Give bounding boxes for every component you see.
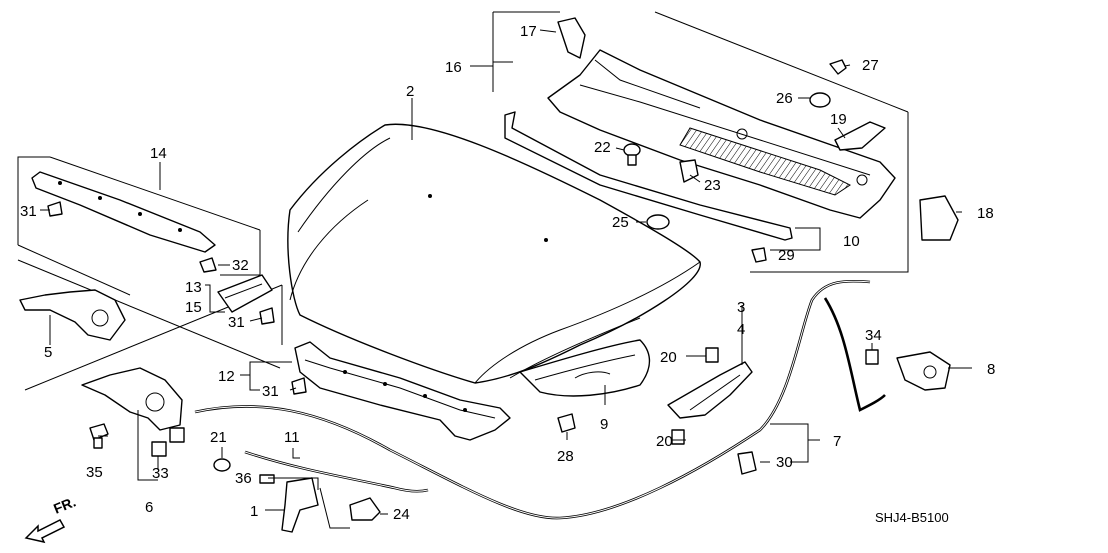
callout-20-b: 20 bbox=[656, 433, 673, 450]
hood-latch bbox=[81, 367, 185, 443]
callout-20-a: 20 bbox=[660, 349, 677, 366]
clip-27 bbox=[829, 59, 847, 75]
callout-10: 10 bbox=[843, 233, 860, 250]
front-direction-label: FR. bbox=[51, 493, 78, 516]
hood-hinge-right bbox=[667, 361, 753, 419]
hood-hinge-left bbox=[19, 289, 126, 341]
callout-31-b: 31 bbox=[228, 314, 245, 331]
release-handle bbox=[281, 477, 319, 533]
hood-seal-strip bbox=[504, 111, 793, 241]
callout-13: 13 bbox=[185, 279, 202, 296]
clip-29 bbox=[751, 247, 767, 263]
callout-21: 21 bbox=[210, 429, 227, 446]
callout-18: 18 bbox=[977, 205, 994, 222]
callout-25: 25 bbox=[612, 214, 629, 231]
latch-bolt bbox=[89, 423, 109, 449]
clip-31-a bbox=[47, 201, 63, 217]
callout-11: 11 bbox=[284, 429, 300, 446]
clip-31-b bbox=[259, 307, 275, 325]
cowl-group-frame bbox=[492, 11, 909, 273]
bolt-20-b bbox=[671, 429, 685, 445]
callout-4: 4 bbox=[737, 321, 745, 338]
main-release-cable bbox=[194, 279, 886, 520]
cowl-side-bracket bbox=[834, 121, 886, 151]
release-cable-short bbox=[244, 450, 429, 493]
callout-24: 24 bbox=[393, 506, 410, 523]
callout-30: 30 bbox=[776, 454, 793, 471]
callout-29: 29 bbox=[778, 247, 795, 264]
clip-31-c bbox=[291, 377, 307, 395]
cap-26 bbox=[809, 92, 831, 108]
hood-insulator bbox=[519, 339, 651, 397]
callout-31-c: 31 bbox=[262, 383, 279, 400]
pad-25 bbox=[646, 214, 670, 230]
strip-group-frame bbox=[17, 156, 283, 391]
callout-28: 28 bbox=[557, 448, 574, 465]
clip-32 bbox=[199, 257, 217, 273]
callout-34: 34 bbox=[865, 327, 882, 344]
latch-clip bbox=[151, 441, 167, 457]
callout-26: 26 bbox=[776, 90, 793, 107]
callout-8: 8 bbox=[987, 361, 995, 378]
callout-31-a: 31 bbox=[20, 203, 37, 220]
callout-35: 35 bbox=[86, 464, 103, 481]
callout-22: 22 bbox=[594, 139, 611, 156]
callout-12: 12 bbox=[218, 368, 235, 385]
clip-23 bbox=[679, 159, 699, 183]
cowl-top-bracket bbox=[557, 17, 586, 59]
cable-clip bbox=[349, 497, 381, 521]
callout-9: 9 bbox=[600, 416, 608, 433]
callout-3: 3 bbox=[737, 299, 745, 316]
leader-lines bbox=[40, 29, 972, 529]
callout-32: 32 bbox=[232, 257, 249, 274]
handle-screw bbox=[259, 474, 275, 484]
hood-lock bbox=[896, 351, 951, 391]
diagram-code: SHJ4-B5100 bbox=[875, 510, 949, 525]
clip-21 bbox=[213, 458, 231, 472]
grommet-22 bbox=[623, 143, 641, 166]
clip-28 bbox=[557, 413, 576, 433]
callout-27: 27 bbox=[862, 57, 879, 74]
cowl-top-panel bbox=[547, 49, 896, 219]
callout-19: 19 bbox=[830, 111, 847, 128]
cowl-side-cover bbox=[919, 195, 959, 241]
callout-5: 5 bbox=[44, 344, 52, 361]
clamp-30 bbox=[737, 451, 757, 475]
callout-2: 2 bbox=[406, 83, 414, 100]
callout-6: 6 bbox=[145, 499, 153, 516]
callout-1: 1 bbox=[250, 503, 258, 520]
front-grille-strip bbox=[31, 171, 216, 253]
bolt-34 bbox=[865, 349, 879, 365]
callout-23: 23 bbox=[704, 177, 721, 194]
callout-labels: 2 14 31 32 13 15 31 5 12 31 35 33 6 21 1… bbox=[20, 23, 995, 523]
front-support-rail bbox=[294, 341, 511, 441]
callout-15: 15 bbox=[185, 299, 202, 316]
callout-16: 16 bbox=[445, 59, 462, 76]
callout-7: 7 bbox=[833, 433, 841, 450]
front-direction-arrow-icon bbox=[24, 519, 66, 544]
callout-36: 36 bbox=[235, 470, 252, 487]
callout-17: 17 bbox=[520, 23, 537, 40]
callout-14: 14 bbox=[150, 145, 167, 162]
side-bracket bbox=[217, 274, 273, 313]
callout-33: 33 bbox=[152, 465, 169, 482]
bolt-20-a bbox=[705, 347, 719, 363]
